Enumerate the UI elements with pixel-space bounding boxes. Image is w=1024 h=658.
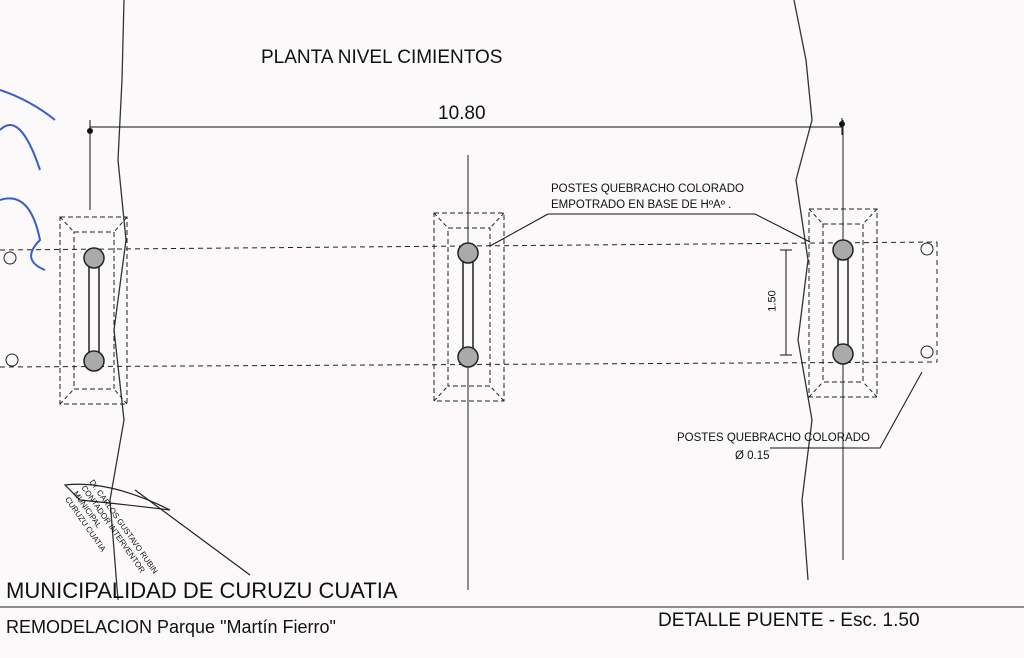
note-top-line-1: POSTES QUEBRACHO COLORADO: [551, 183, 744, 195]
stamp-signature: [63, 483, 251, 576]
detail-scale: DETALLE PUENTE - Esc. 1.50: [658, 610, 920, 631]
page-title: PLANTA NIVEL CIMIENTOS: [261, 47, 503, 68]
note-bottom-line-2: Ø 0.15: [735, 450, 770, 462]
post-left: [59, 216, 128, 405]
paper-edge-left: [109, 0, 127, 601]
dimension-line-total: [87, 118, 845, 210]
project-name: REMODELACION Parque "Martín Fierro": [6, 617, 336, 637]
signature: [0, 89, 56, 271]
institution-name: MUNICIPALIDAD DE CURUZU CUATIA: [6, 578, 398, 603]
post-right: [808, 120, 878, 560]
dimension-total-label: 10.80: [438, 103, 486, 124]
paper-edge-right: [793, 0, 813, 581]
dimension-width-label: 1.50: [766, 290, 779, 312]
post-middle: [433, 155, 505, 590]
note-bottom-line-1: POSTES QUEBRACHO COLORADO: [677, 432, 870, 444]
leader-lines: [489, 213, 923, 449]
small-posts: [3, 242, 934, 367]
note-top-line-2: EMPOTRADO EN BASE DE HºAº .: [551, 199, 732, 211]
dimension-line-width: [780, 249, 792, 356]
